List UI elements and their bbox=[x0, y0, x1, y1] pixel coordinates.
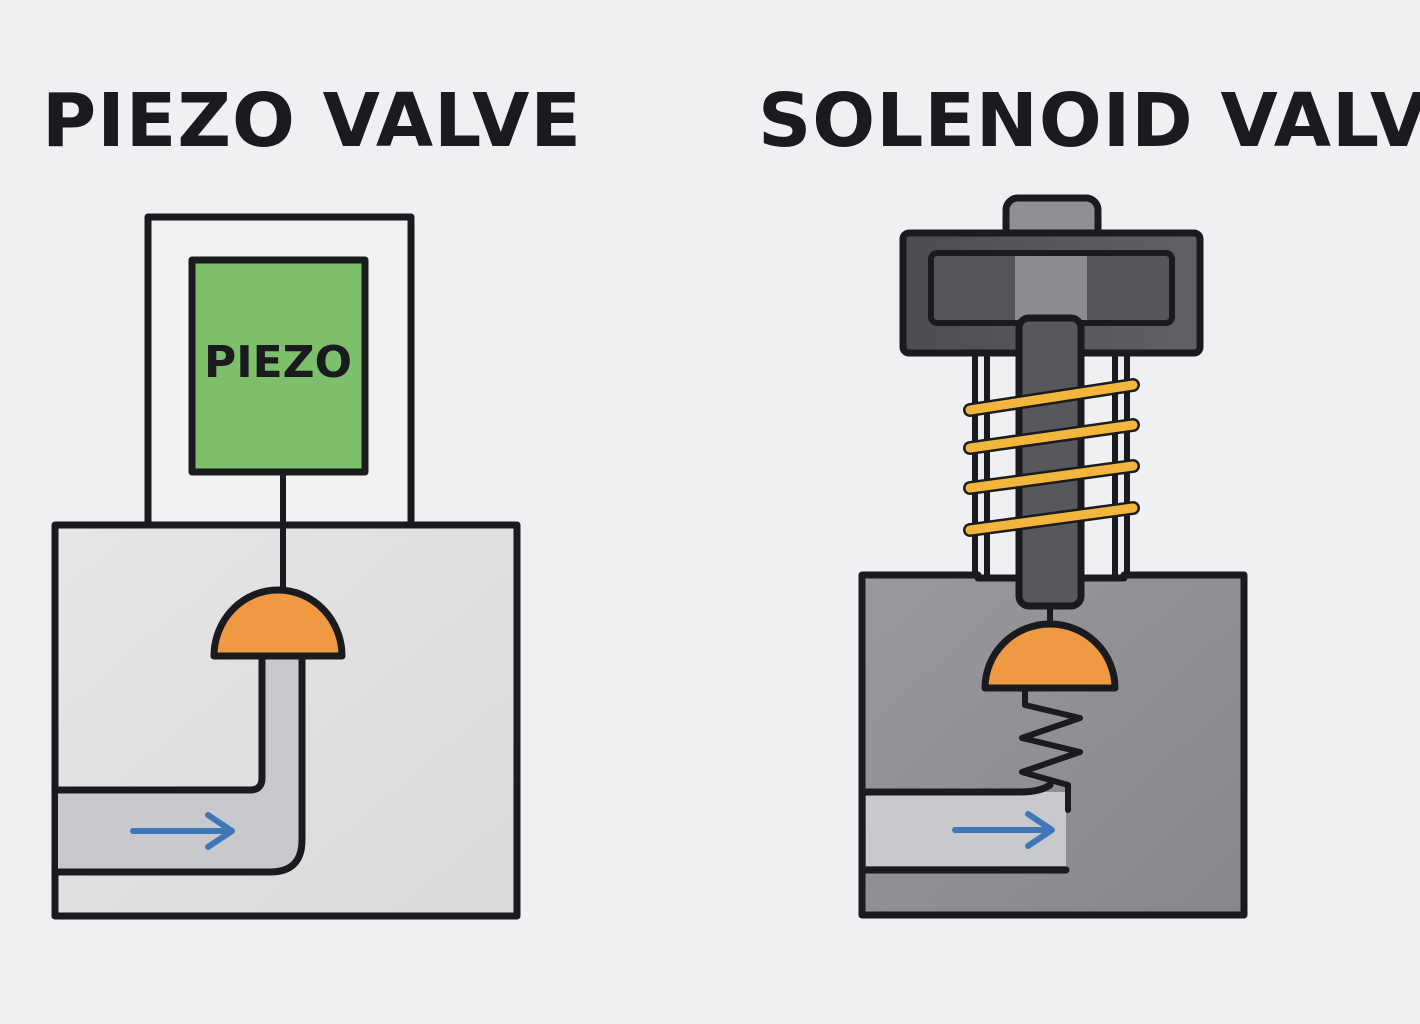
piezo-valve-head bbox=[210, 586, 346, 660]
piezo-flow-channel bbox=[58, 655, 302, 872]
piezo-flow-arrow bbox=[130, 812, 235, 850]
solenoid-guide-left bbox=[972, 347, 990, 583]
piezo-valve-title: PIEZO VALVE bbox=[42, 78, 582, 164]
solenoid-coil bbox=[963, 378, 1140, 537]
solenoid-cap-center-highlight bbox=[1015, 256, 1087, 320]
solenoid-channel-outline bbox=[862, 781, 1070, 874]
solenoid-flow-arrow bbox=[952, 811, 1055, 849]
piezo-element bbox=[188, 256, 369, 476]
solenoid-plunger bbox=[1015, 314, 1085, 610]
solenoid-valve bbox=[858, 194, 1248, 919]
solenoid-valve-title: SOLENOID VALVE bbox=[758, 78, 1420, 164]
piezo-element-label: PIEZO bbox=[204, 337, 352, 388]
solenoid-valve-head bbox=[981, 620, 1119, 692]
piezo-channel-outline bbox=[54, 651, 306, 876]
piezo-valve: PIEZO bbox=[51, 213, 521, 920]
solenoid-return-spring bbox=[1019, 687, 1083, 813]
